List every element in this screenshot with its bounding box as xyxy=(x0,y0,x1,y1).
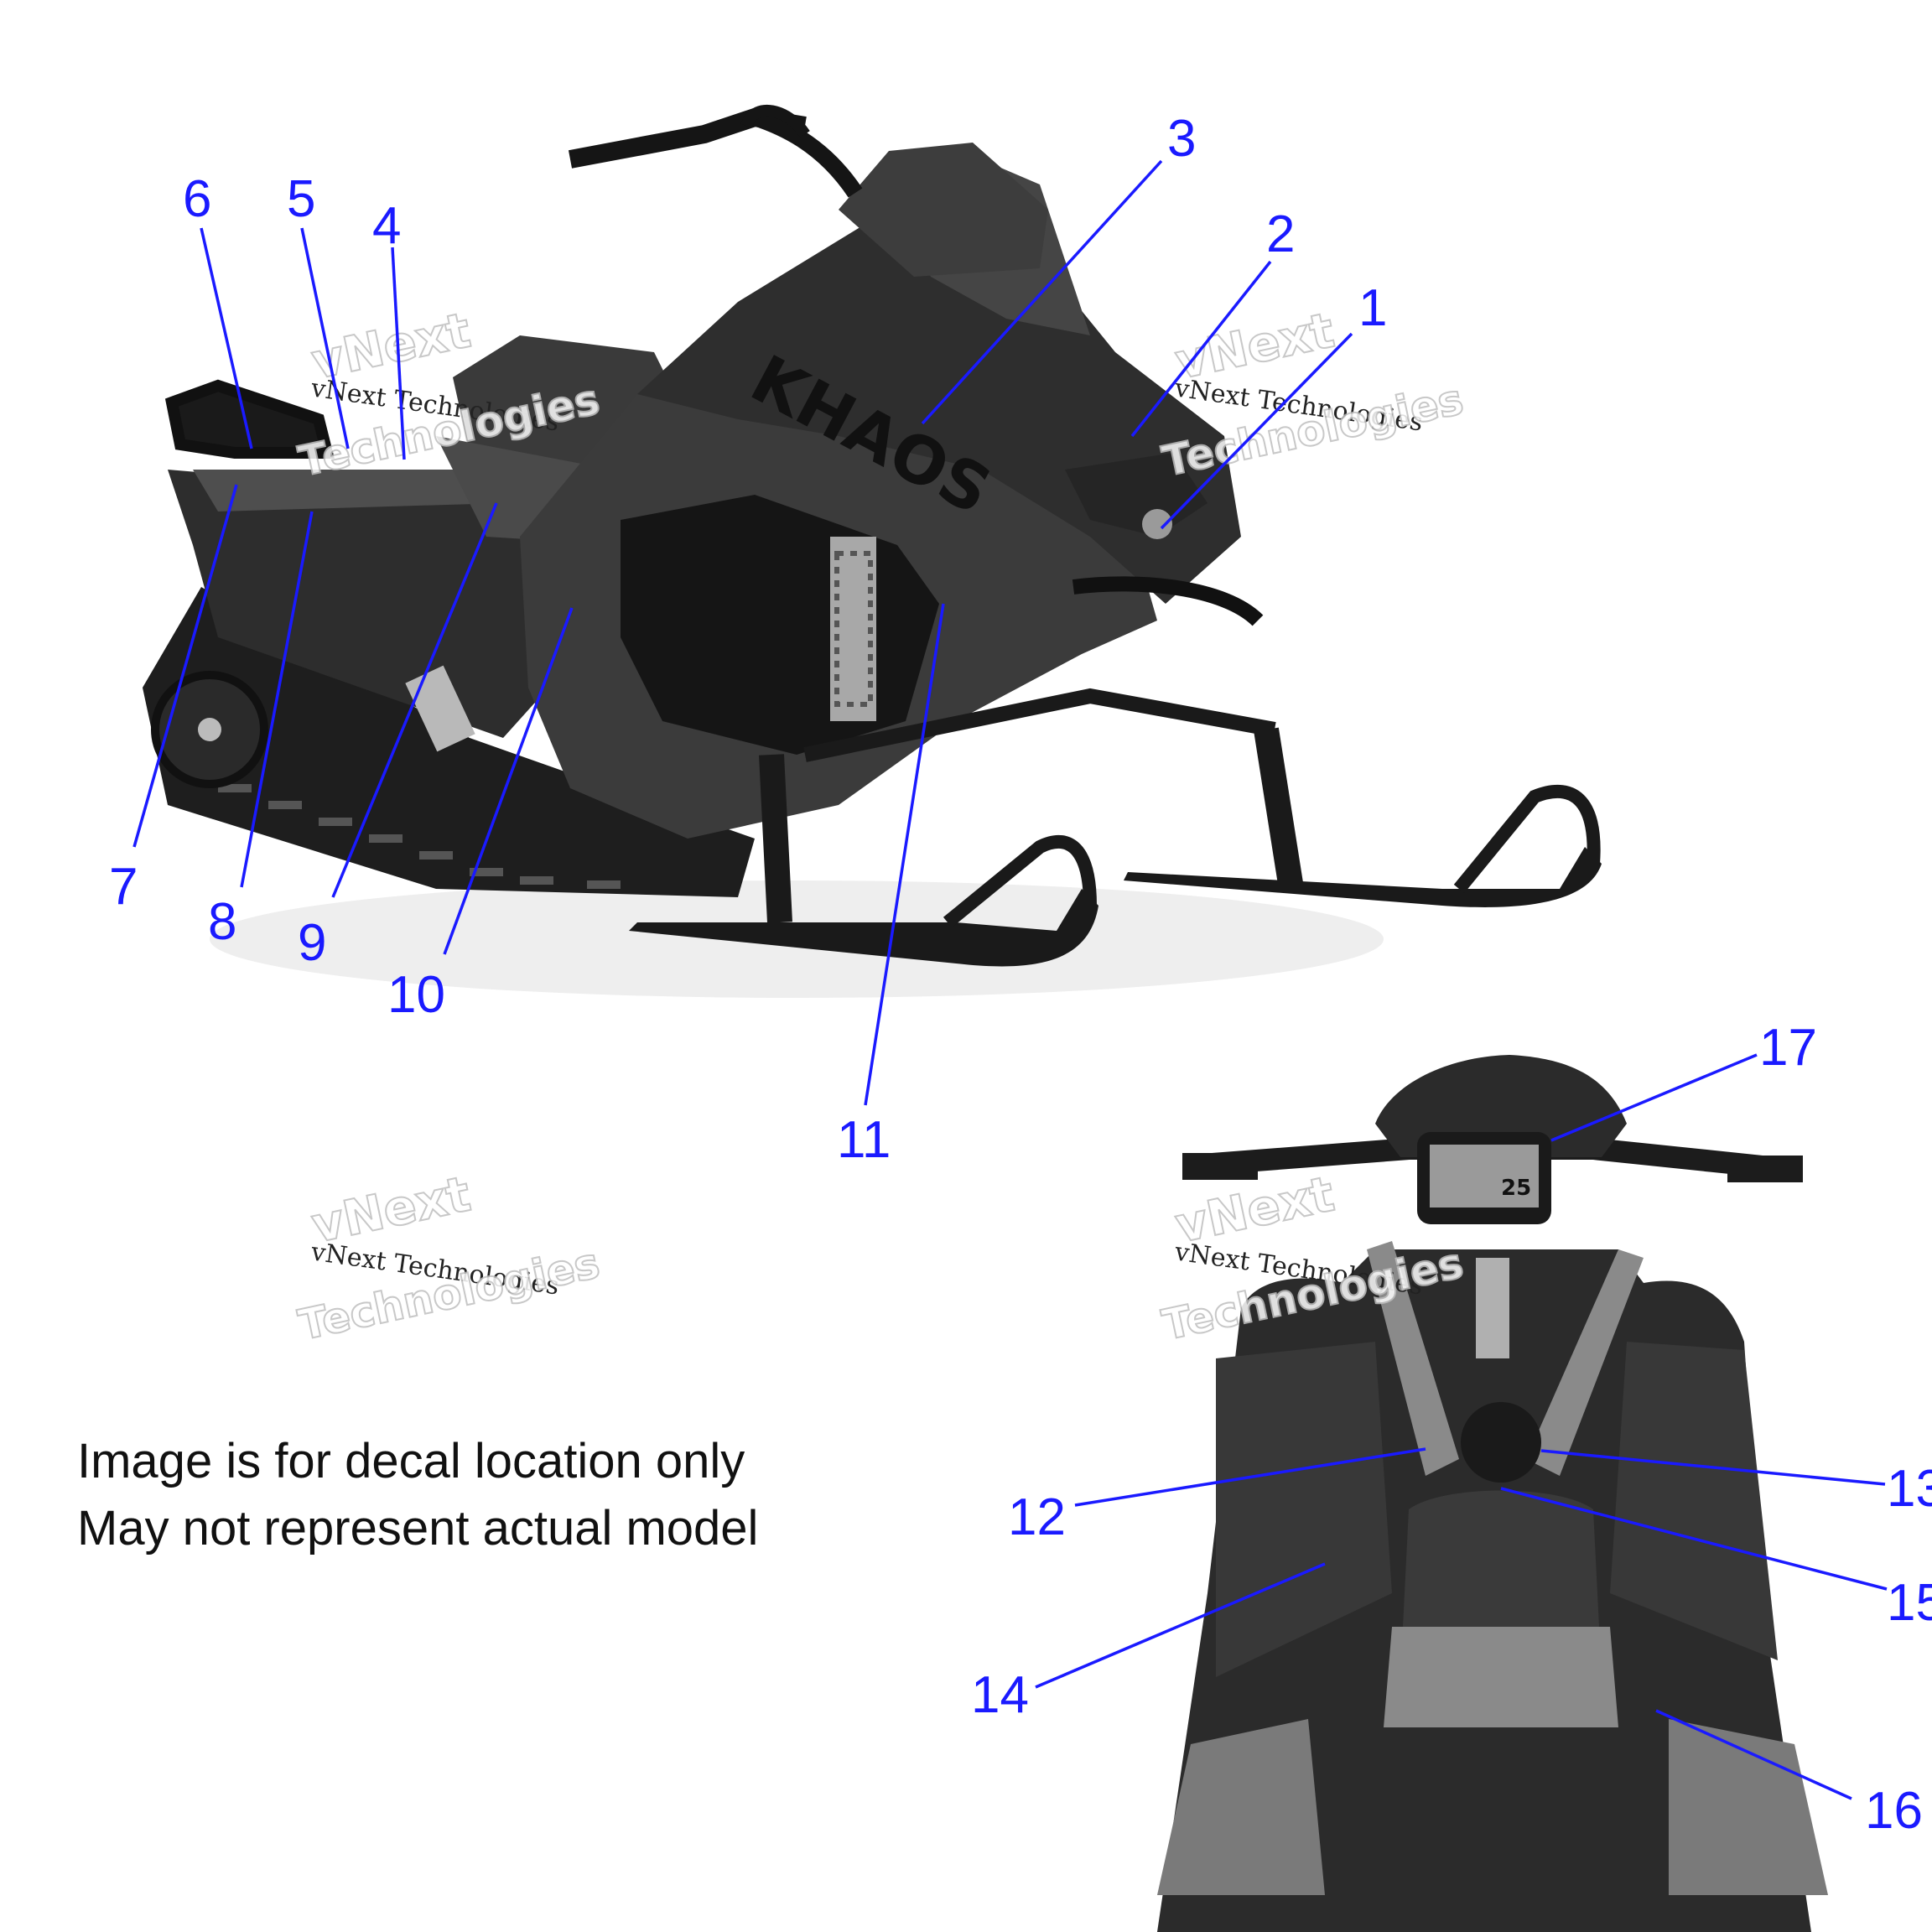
front-shock-spring xyxy=(834,551,873,707)
snowmobile-side-view: KHAOS xyxy=(143,105,1602,998)
headlight-lens xyxy=(1142,509,1172,539)
leader-4 xyxy=(391,247,406,460)
leader-9 xyxy=(331,502,498,898)
callout-4: 4 xyxy=(372,197,401,255)
gauge-speed: 25 xyxy=(1501,1176,1531,1201)
leader-15 xyxy=(1500,1487,1888,1591)
handlebar-riser xyxy=(751,109,863,198)
leader-11 xyxy=(864,603,945,1106)
left-ski-loop xyxy=(943,835,1097,928)
note-line-2: May not represent actual model xyxy=(77,1501,758,1555)
callout-6: 6 xyxy=(183,170,211,228)
callout-15: 15 xyxy=(1887,1574,1932,1632)
callout-3: 3 xyxy=(1167,110,1196,168)
front-a-arm xyxy=(803,688,1276,762)
callout-numbers: 1 2 3 4 5 6 7 8 9 10 11 12 13 14 15 16 1… xyxy=(109,110,1932,1840)
front-bumper xyxy=(1072,576,1264,626)
note-line-1: Image is for decal location only xyxy=(77,1434,745,1488)
callout-10: 10 xyxy=(387,966,445,1024)
leader-2 xyxy=(1130,260,1272,438)
callout-5: 5 xyxy=(287,170,315,228)
leader-8 xyxy=(240,511,314,888)
leader-12 xyxy=(1074,1447,1426,1507)
callout-17: 17 xyxy=(1759,1019,1817,1077)
right-ski-loop xyxy=(1453,785,1601,894)
disclaimer-note: Image is for decal location only May not… xyxy=(77,1434,758,1555)
right-spindle xyxy=(1254,727,1304,891)
left-grip xyxy=(1182,1153,1258,1180)
rider-view-left-panel xyxy=(1216,1342,1392,1677)
callout-14: 14 xyxy=(971,1666,1029,1724)
fuel-cap xyxy=(1461,1402,1541,1483)
leader-14 xyxy=(1035,1562,1326,1689)
rear-shock xyxy=(405,665,475,752)
callout-9: 9 xyxy=(298,914,326,972)
console-right-stripe xyxy=(1526,1249,1644,1476)
leader-1 xyxy=(1160,332,1353,530)
right-running-board xyxy=(1669,1719,1828,1895)
callout-11: 11 xyxy=(837,1111,891,1169)
rear-bumper xyxy=(164,379,335,459)
rear-idler-hub xyxy=(198,718,221,741)
leader-5 xyxy=(300,227,350,449)
leader-6 xyxy=(200,227,253,449)
snowmobile-rider-view: 25 xyxy=(1157,1055,1828,1932)
watermark-top-right: vNext vNext Technologies Technologies xyxy=(1157,300,1468,486)
callout-8: 8 xyxy=(208,893,236,951)
callout-leaders xyxy=(132,159,1888,1800)
callout-16: 16 xyxy=(1865,1782,1923,1840)
tunnel-top-stripe xyxy=(193,470,503,512)
rider-view-windscreen xyxy=(1375,1055,1627,1157)
rider-view-seat-trim xyxy=(1384,1627,1618,1727)
gauge-screen xyxy=(1430,1145,1539,1208)
left-running-board xyxy=(1157,1719,1325,1895)
rider-view-right-panel xyxy=(1610,1342,1778,1660)
left-spindle xyxy=(759,754,792,923)
left-ski xyxy=(629,889,1098,967)
watermark-bottom-left: vNext vNext Technologies Technologies xyxy=(293,1164,605,1350)
leader-17 xyxy=(1550,1053,1758,1142)
leader-7 xyxy=(132,484,238,848)
windshield xyxy=(839,143,1048,277)
steering-post xyxy=(1476,1258,1509,1358)
callout-13: 13 xyxy=(1887,1460,1932,1518)
callout-7: 7 xyxy=(109,858,138,916)
leader-10 xyxy=(443,607,574,955)
hand-guard xyxy=(740,105,810,138)
leader-3 xyxy=(921,159,1163,425)
callout-1: 1 xyxy=(1358,279,1387,337)
leader-13 xyxy=(1540,1449,1886,1486)
callout-2: 2 xyxy=(1266,205,1295,263)
leader-16 xyxy=(1655,1709,1852,1800)
console-left-stripe xyxy=(1367,1241,1459,1476)
right-ski xyxy=(1124,847,1602,907)
callout-12: 12 xyxy=(1008,1488,1066,1546)
right-grip xyxy=(1727,1156,1803,1182)
